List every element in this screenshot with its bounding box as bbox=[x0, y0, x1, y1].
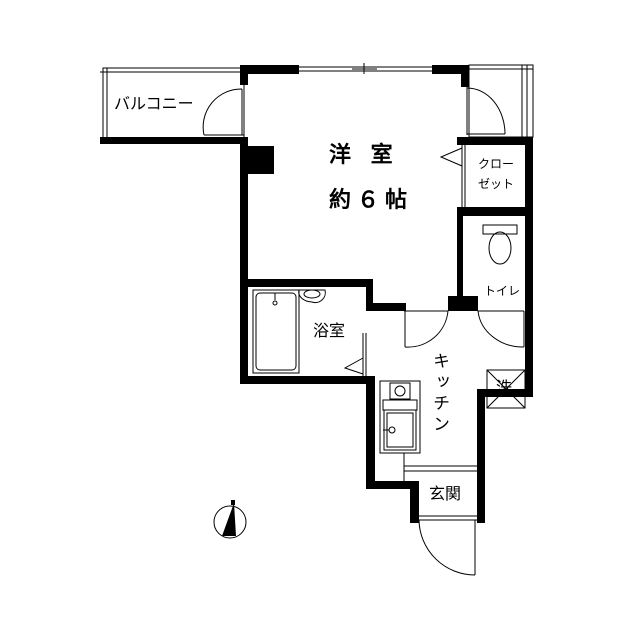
thin-lines bbox=[100, 63, 534, 576]
compass-icon bbox=[222, 500, 236, 536]
walls bbox=[100, 65, 533, 523]
western-room-label: 洋 室 bbox=[329, 143, 399, 168]
closet-label-line2: ゼット bbox=[478, 177, 515, 191]
closet-label-line1: クロー bbox=[478, 157, 515, 171]
balcony-label: バルコニー bbox=[114, 94, 194, 113]
washer-label: 洗 bbox=[496, 378, 513, 397]
toilet-label: トイレ bbox=[484, 284, 521, 298]
western-room-size: 約６帖 bbox=[329, 188, 414, 213]
bathroom-label: 浴室 bbox=[313, 321, 346, 340]
kitchen-label: キッチン bbox=[429, 352, 449, 436]
entrance-label: 玄関 bbox=[429, 484, 462, 503]
